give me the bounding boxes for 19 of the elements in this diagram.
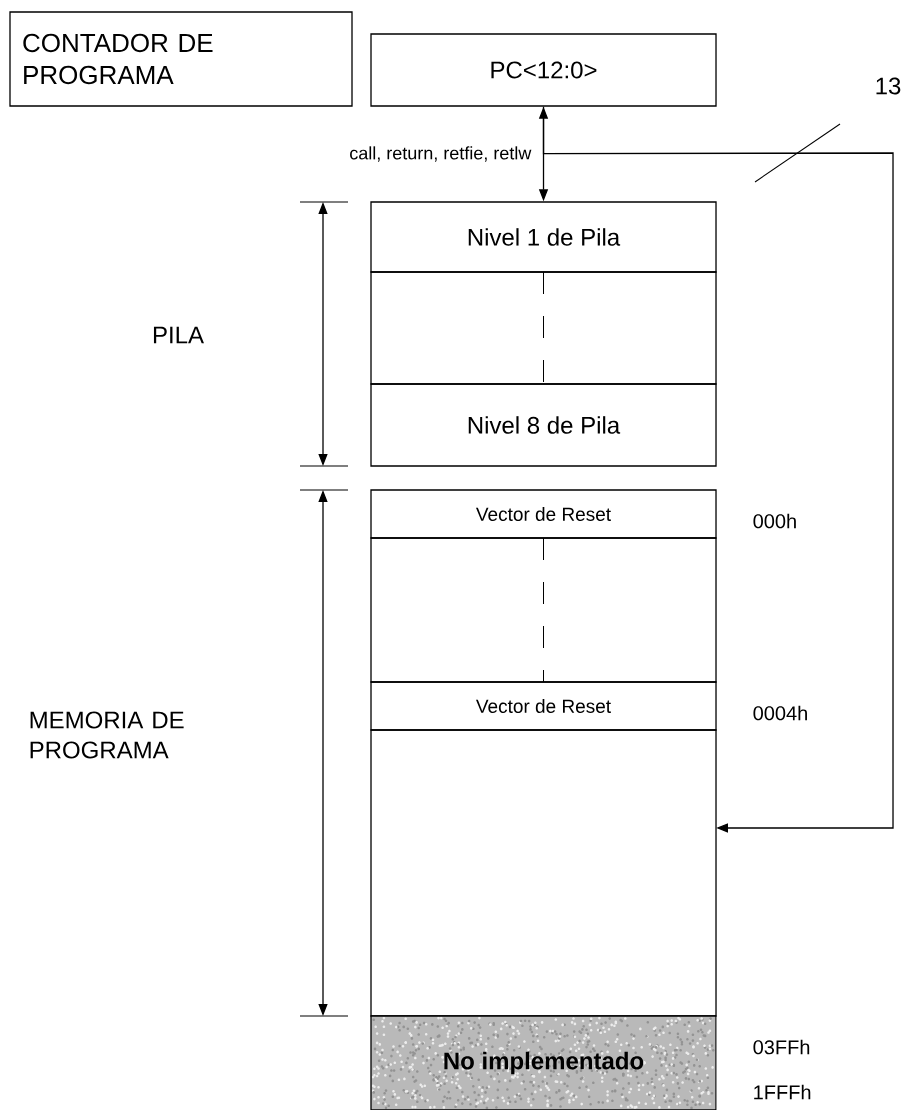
title-box: CONTADOR DE PROGRAMA (9, 11, 353, 107)
section-label: MEMORIA DE PROGRAMA (30, 711, 184, 759)
stack-gap-box (370, 271, 717, 385)
address-label: 1FFFh (754, 1084, 811, 1100)
address-label: 03FFh (753, 1039, 810, 1055)
edge-label: call, return, retfie, retlw (348, 145, 533, 163)
vector-box: Vector de Reset (370, 489, 717, 539)
bus-width-label: 13 (876, 77, 901, 95)
unimplemented-block: No implementado (370, 1015, 717, 1110)
address-label: 000h (753, 513, 796, 529)
stack-level-box: Nivel 8 de Pila (370, 383, 717, 467)
memory-gap-box (370, 537, 717, 683)
register-box: PC<12:0> (370, 33, 717, 107)
vector-box: Vector de Reset (370, 681, 717, 731)
stack-level-box: Nivel 1 de Pila (370, 201, 717, 273)
address-label: 0004h (753, 705, 807, 721)
memory-region-box (370, 729, 717, 1017)
arrow (542, 105, 894, 833)
section-label: PILA (153, 326, 204, 344)
